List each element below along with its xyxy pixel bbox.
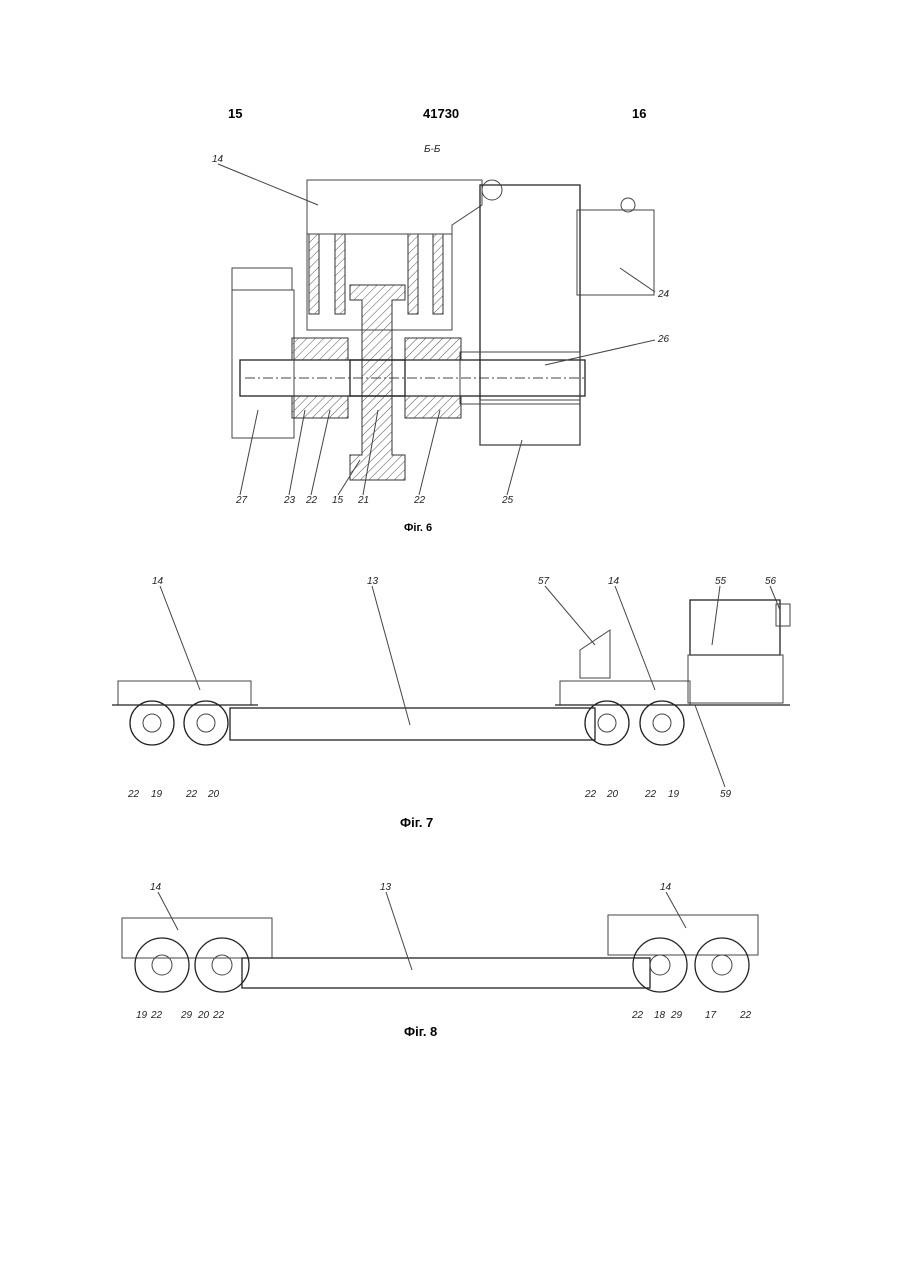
label-14: 14 bbox=[212, 154, 224, 165]
label-29b-fig8: 29 bbox=[670, 1010, 683, 1021]
label-26: 26 bbox=[657, 334, 670, 345]
bearing-upper-right bbox=[405, 338, 461, 360]
label-29a-fig8: 29 bbox=[180, 1010, 193, 1021]
motor-55 bbox=[690, 600, 780, 655]
label-19-fig8: 19 bbox=[136, 1010, 148, 1021]
label-22a-fig8: 22 bbox=[150, 1010, 163, 1021]
beam-13-fig8 bbox=[242, 958, 650, 988]
housing-wall-left bbox=[309, 234, 319, 314]
trolley-right-frame-8 bbox=[608, 915, 758, 955]
label-24: 24 bbox=[657, 289, 670, 300]
trolley-left-frame-8 bbox=[122, 918, 272, 958]
gearbox-lug bbox=[482, 180, 502, 200]
label-15: 15 bbox=[332, 495, 344, 506]
label-20a: 20 bbox=[207, 789, 220, 800]
figure-7-caption: Фіг. 7 bbox=[400, 815, 433, 830]
section-label: Б-Б bbox=[424, 144, 441, 155]
label-57: 57 bbox=[538, 576, 550, 587]
label-21: 21 bbox=[357, 495, 369, 506]
label-22b: 22 bbox=[185, 789, 198, 800]
label-22c: 22 bbox=[584, 789, 597, 800]
label-25: 25 bbox=[501, 495, 514, 506]
label-14a: 14 bbox=[152, 576, 164, 587]
label-22c-fig8: 22 bbox=[631, 1010, 644, 1021]
label-22a: 22 bbox=[305, 495, 318, 506]
bearing-block-27 bbox=[232, 290, 294, 438]
label-19b: 19 bbox=[668, 789, 680, 800]
bearing-lower-left bbox=[292, 396, 348, 418]
wheel-15 bbox=[350, 285, 405, 480]
label-22b: 22 bbox=[413, 495, 426, 506]
label-23: 23 bbox=[283, 495, 296, 506]
label-22a: 22 bbox=[127, 789, 140, 800]
label-55: 55 bbox=[715, 576, 727, 587]
motor-56 bbox=[776, 604, 790, 626]
figure-6: Б-Б 14 24 26 27 bbox=[212, 144, 670, 534]
label-13: 13 bbox=[367, 576, 379, 587]
label-17-fig8: 17 bbox=[705, 1010, 717, 1021]
housing-wall-mid-right bbox=[408, 234, 418, 314]
gearbox-25 bbox=[480, 400, 580, 445]
label-20-fig8: 20 bbox=[197, 1010, 210, 1021]
label-22d: 22 bbox=[644, 789, 657, 800]
label-13-fig8: 13 bbox=[380, 882, 392, 893]
upper-housing bbox=[307, 180, 482, 330]
trolley-left-frame bbox=[118, 681, 251, 705]
beam-13 bbox=[230, 708, 595, 740]
label-14a-fig8: 14 bbox=[150, 882, 162, 893]
label-22d-fig8: 22 bbox=[739, 1010, 752, 1021]
label-59: 59 bbox=[720, 789, 732, 800]
gearbox-body bbox=[480, 185, 580, 445]
figure-8-caption: Фіг. 8 bbox=[404, 1024, 437, 1039]
figure-6-caption: Фіг. 6 bbox=[404, 522, 432, 534]
label-27: 27 bbox=[235, 495, 248, 506]
label-56: 56 bbox=[765, 576, 777, 587]
label-22b-fig8: 22 bbox=[212, 1010, 225, 1021]
label-18-fig8: 18 bbox=[654, 1010, 666, 1021]
figure-7: 14 13 57 14 55 56 22 19 22 20 22 20 22 1… bbox=[112, 576, 790, 830]
left-bracket bbox=[232, 268, 292, 290]
figure-8: 14 13 14 19 22 29 20 22 22 18 29 17 22 Ф… bbox=[122, 882, 758, 1039]
wheel-group-fig8 bbox=[135, 938, 749, 992]
motor-base bbox=[688, 655, 783, 703]
bearing-upper-left bbox=[292, 338, 348, 360]
housing-wall-right bbox=[433, 234, 443, 314]
label-14b: 14 bbox=[608, 576, 620, 587]
bearing-lower-right bbox=[405, 396, 461, 418]
motor-24 bbox=[577, 210, 654, 295]
label-19a: 19 bbox=[151, 789, 163, 800]
label-20b: 20 bbox=[606, 789, 619, 800]
label-14b-fig8: 14 bbox=[660, 882, 672, 893]
device-57 bbox=[580, 630, 610, 678]
housing-wall-mid-left bbox=[335, 234, 345, 314]
trolley-right-frame bbox=[560, 681, 690, 705]
